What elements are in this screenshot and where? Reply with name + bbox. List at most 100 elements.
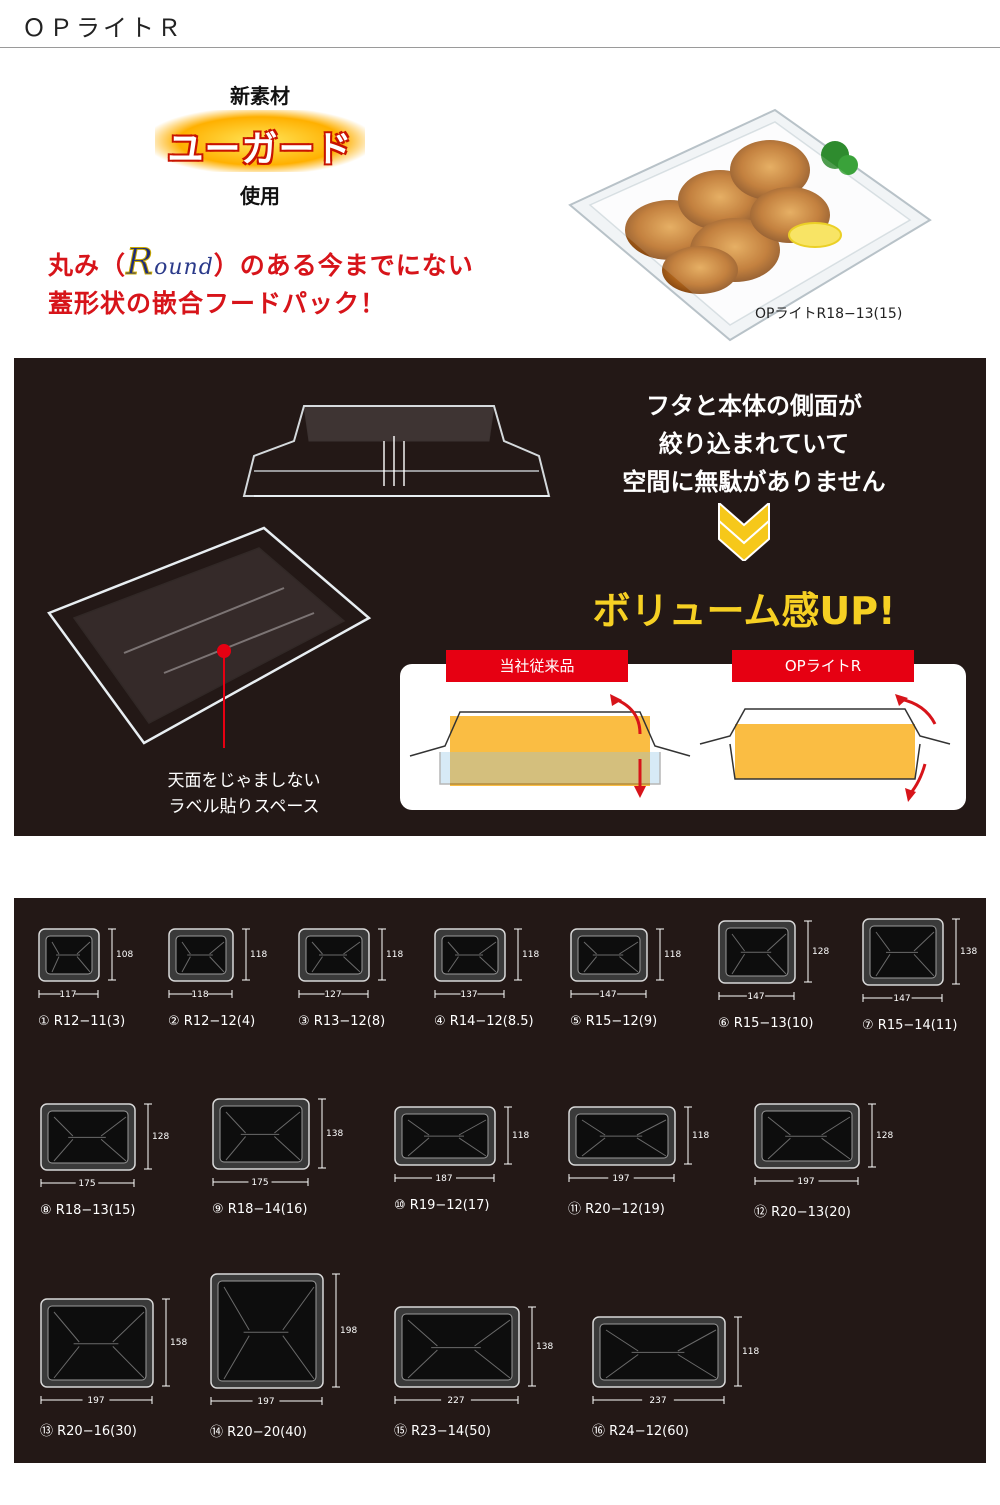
use-label: 使用: [240, 184, 280, 208]
product-caption: ⑬ R20−16(30): [40, 1424, 137, 1439]
catchphrase-line-1: 丸み（Round）のある今までにない: [48, 242, 474, 284]
tray-ribs: [605, 1329, 717, 1379]
height-dimension-line: [378, 928, 386, 981]
height-dimension-label: 118: [664, 950, 681, 960]
width-dimension-line: [394, 1396, 519, 1404]
feature-section: フタと本体の側面が 絞り込まれていて 空間に無駄がありません ボリューム感UP!…: [14, 358, 986, 836]
tray-ribs: [51, 941, 91, 973]
height-dimension-line: [528, 1306, 536, 1387]
width-dimension-label: 127: [324, 990, 341, 1000]
height-dimension-line: [514, 928, 522, 981]
width-dimension-label: 197: [87, 1396, 104, 1406]
tag-op-light-r: OPライトR: [732, 650, 914, 682]
feature-line-2: 絞り込まれていて: [658, 430, 850, 458]
height-dimension-label: 118: [692, 1131, 709, 1141]
product-photo: [568, 108, 932, 342]
tray-ribs: [875, 931, 935, 977]
width-dimension-line: [210, 1397, 323, 1405]
tray-ribs: [181, 941, 225, 973]
height-dimension-label: 118: [250, 950, 267, 960]
height-dimension-line: [108, 928, 116, 981]
height-dimension-line: [332, 1273, 340, 1388]
tray-ribs: [407, 1319, 511, 1379]
width-dimension-line: [40, 1396, 153, 1404]
product-caption: ② R12−12(4): [168, 1014, 256, 1029]
height-dimension-label: 108: [116, 950, 133, 960]
tray-ribs: [53, 1116, 127, 1162]
width-dimension-label: 227: [447, 1396, 464, 1406]
tray-ribs: [731, 933, 787, 975]
product-caption: ⑦ R15−14(11): [862, 1018, 958, 1033]
comparison-diagram: [409, 694, 951, 802]
product-item: 118 187: [394, 1106, 529, 1184]
height-dimension-label: 138: [536, 1342, 553, 1352]
tray-ribs: [581, 1119, 667, 1157]
height-dimension-label: 118: [742, 1347, 759, 1357]
comparison-panel: [400, 664, 966, 810]
width-dimension-label: 175: [251, 1178, 268, 1188]
width-dimension-label: 237: [649, 1396, 666, 1406]
height-dimension-line: [504, 1106, 512, 1165]
volume-up-heading: ボリューム感UP!: [592, 589, 896, 633]
width-dimension-label: 147: [599, 990, 616, 1000]
height-dimension-label: 118: [512, 1131, 529, 1141]
width-dimension-line: [570, 990, 647, 998]
height-dimension-label: 158: [170, 1338, 187, 1348]
product-tray: [401, 1313, 513, 1381]
brand-name: ユーガード: [167, 129, 353, 170]
catchphrase-line-2: 蓋形状の嵌合フードパック！: [48, 289, 387, 318]
intro-section: 新素材 ユーガード 使用 丸み（Round）のある今までにない 蓋形状の嵌合フー…: [0, 60, 1000, 350]
height-dimension-label: 138: [326, 1129, 343, 1139]
height-dimension-line: [684, 1106, 692, 1165]
height-dimension-line: [242, 928, 250, 981]
height-dimension-line: [804, 920, 812, 983]
product-tray: [47, 1305, 147, 1381]
page-title: ＯＰライトＲ: [22, 14, 184, 42]
photo-caption: OPライトR18−13(15): [755, 306, 903, 322]
product-item: 118 118: [168, 928, 267, 1000]
width-dimension-line: [568, 1174, 675, 1182]
tray-ribs: [407, 1119, 487, 1157]
product-item: 138 175: [212, 1098, 343, 1188]
tray-ribs: [311, 941, 361, 973]
height-dimension-label: 128: [152, 1132, 169, 1142]
height-dimension-label: 198: [340, 1326, 357, 1336]
product-tray: [217, 1280, 317, 1382]
product-item: 118 237: [592, 1316, 759, 1406]
product-caption: ⑯ R24−12(60): [592, 1424, 689, 1439]
height-dimension-label: 128: [812, 947, 829, 957]
catch-suffix: ）のある今までにない: [213, 251, 474, 280]
product-caption: ① R12−11(3): [38, 1014, 126, 1029]
height-dimension-line: [952, 918, 960, 985]
label-space-line-1: 天面をじゃましない: [167, 771, 321, 791]
width-dimension-line: [718, 992, 795, 1000]
width-dimension-label: 187: [435, 1174, 452, 1184]
width-dimension-line: [212, 1178, 309, 1186]
product-caption: ⑭ R20−20(40): [210, 1425, 307, 1440]
width-dimension-label: 137: [460, 990, 477, 1000]
round-logo: Round: [126, 242, 214, 284]
product-caption: ③ R13−12(8): [298, 1014, 386, 1029]
product-caption: ⑥ R15−13(10): [718, 1016, 814, 1031]
width-dimension-line: [394, 1174, 495, 1182]
height-dimension-label: 118: [386, 950, 403, 960]
product-caption: ⑮ R23−14(50): [394, 1424, 491, 1439]
tray-ribs: [223, 1286, 315, 1380]
height-dimension-line: [734, 1316, 742, 1387]
width-dimension-label: 118: [191, 990, 208, 1000]
width-dimension-line: [862, 994, 943, 1002]
product-item: 118 127: [298, 928, 403, 1000]
angled-container-image: [47, 526, 372, 748]
width-dimension-label: 197: [797, 1177, 814, 1187]
label-space-line-2: ラベル貼りスペース: [168, 797, 320, 817]
width-dimension-line: [592, 1396, 725, 1404]
product-item: 158 197: [40, 1298, 187, 1406]
tray-ribs: [225, 1111, 301, 1161]
tag-conventional: 当社従来品: [446, 650, 628, 682]
